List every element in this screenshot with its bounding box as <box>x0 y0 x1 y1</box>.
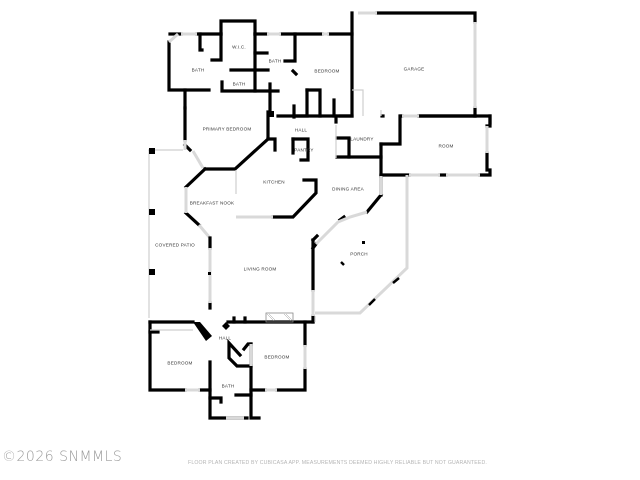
room-label-room: ROOM <box>438 143 454 149</box>
room-label-bath-lower: BATH <box>221 383 235 389</box>
room-label-dining-area: DINING AREA <box>332 186 364 192</box>
room-label-breakfast-nook: BREAKFAST NOOK <box>189 200 235 206</box>
column-marker <box>268 111 274 117</box>
primary-bedroom-kitchen-walls <box>182 106 318 228</box>
room-label-hall-upper: HALL <box>294 127 308 133</box>
room-label-bedroom-upper: BEDROOM <box>314 68 340 74</box>
hall-pantry-laundry-walls <box>268 82 403 178</box>
room-label-porch: PORCH <box>350 251 368 257</box>
patio-post <box>149 148 155 154</box>
room-label-garage: GARAGE <box>403 66 425 72</box>
patio-post <box>149 269 155 275</box>
room-label-pantry: PANTRY <box>294 147 314 153</box>
room-label-laundry: LAUNDRY <box>350 136 374 142</box>
room-label-wic: W.I.C. <box>232 44 246 50</box>
room-label-hall-lower: HALL <box>218 335 232 341</box>
copyright-watermark: ©2026 SNMMLS <box>2 449 123 465</box>
wall-corner-block <box>193 322 212 341</box>
room-label-primary-bedroom: PRIMARY BEDROOM <box>202 126 252 132</box>
disclaimer-text: FLOOR PLAN CREATED BY CUBICASA APP. MEAS… <box>188 460 487 466</box>
room-label-kitchen: KITCHEN <box>263 179 285 185</box>
fireplace-icon <box>265 312 294 323</box>
primary-suite-walls <box>167 19 354 110</box>
living-room-walls <box>208 233 320 324</box>
room-label-bedroom-left: BEDROOM <box>167 360 193 366</box>
room-label-bath-primary: BATH <box>191 67 205 73</box>
room-label-covered-patio: COVERED PATIO <box>155 242 195 248</box>
patio-post <box>149 209 155 215</box>
room-label-bath-small-2: BATH <box>232 81 246 87</box>
room-label-bath-small-1: BATH <box>268 58 282 64</box>
room-label-living-room: LIVING ROOM <box>243 266 277 272</box>
column-marker <box>222 322 230 330</box>
room-label-bedroom-right: BEDROOM <box>264 354 290 360</box>
